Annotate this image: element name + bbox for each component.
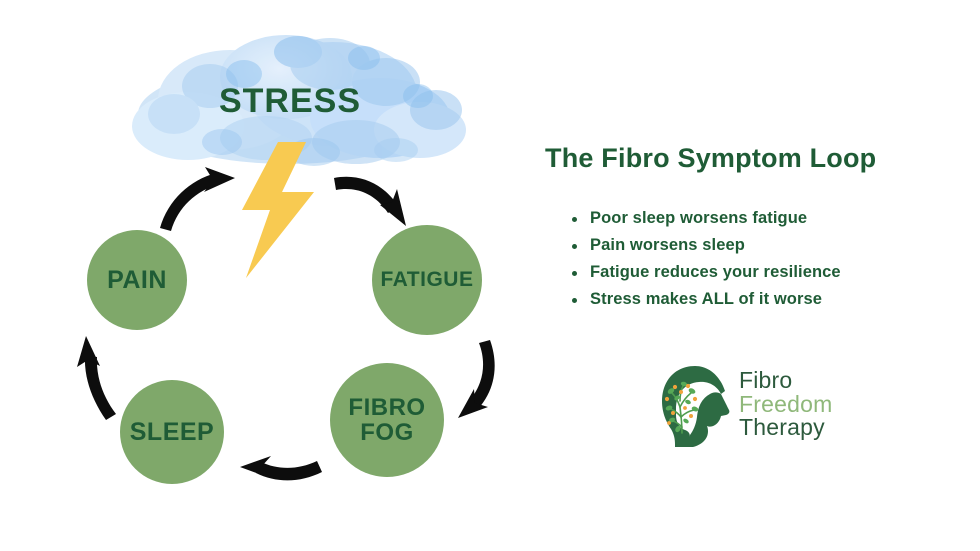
page-title: The Fibro Symptom Loop: [545, 143, 877, 174]
arrow-fatigue-to-fibrofog: [458, 340, 495, 418]
list-item: Poor sleep worsens fatigue: [570, 205, 970, 232]
symptom-bullet-list: Poor sleep worsens fatigue Pain worsens …: [570, 205, 970, 313]
node-fatigue-label: FATIGUE: [380, 267, 474, 291]
info-panel: The Fibro Symptom Loop Poor sleep worsen…: [520, 0, 980, 551]
logo-wordmark: Fibro Freedom Therapy: [739, 367, 833, 441]
logo-line-therapy: Therapy: [739, 414, 825, 441]
node-fatigue: FATIGUE: [372, 225, 482, 335]
node-fibro-fog: FIBRO FOG: [330, 363, 444, 477]
list-item: Fatigue reduces your resilience: [570, 259, 970, 286]
node-sleep: SLEEP: [120, 380, 224, 484]
arrow-sleep-to-pain: [77, 336, 116, 420]
head-with-tree-logo-icon: [662, 365, 730, 447]
stress-cloud-label: STRESS: [218, 82, 362, 120]
logo-line-fibro: Fibro: [739, 367, 793, 394]
arrow-stress-to-fatigue: [334, 176, 406, 226]
node-pain: PAIN: [87, 230, 187, 330]
stress-cloud-icon: [132, 35, 466, 166]
fibro-symptom-loop-diagram: STRESS PAIN FATIGUE FIBRO FOG SLEEP: [77, 35, 495, 484]
node-fibro-fog-label: FIBRO FOG: [348, 393, 426, 446]
node-sleep-label: SLEEP: [129, 417, 215, 446]
list-item: Pain worsens sleep: [570, 232, 970, 259]
lightning-bolt-icon: [242, 142, 314, 278]
brand-logo: Fibro Freedom Therapy: [657, 357, 872, 452]
arrow-fibrofog-to-sleep: [240, 456, 322, 481]
list-item: Stress makes ALL of it worse: [570, 286, 970, 313]
node-pain-label: PAIN: [107, 265, 167, 294]
logo-line-freedom: Freedom: [739, 390, 833, 417]
